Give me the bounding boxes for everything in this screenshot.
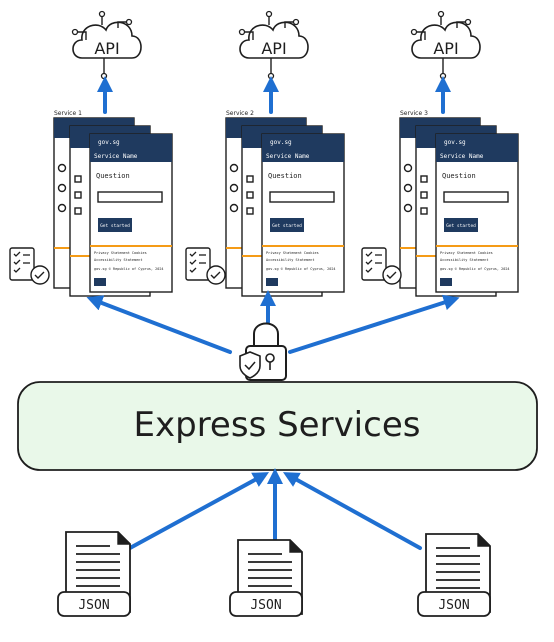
service-page-front: gov.sg Service Name Question Get started…: [261, 133, 345, 293]
get-started-button[interactable]: [270, 218, 304, 232]
json-label: JSON: [78, 598, 109, 613]
answer-input[interactable]: [443, 191, 509, 203]
hub-label: Express Services: [134, 405, 421, 445]
brand-label: gov.sg: [444, 139, 466, 146]
get-started-button[interactable]: [98, 218, 132, 232]
json-arrows: [128, 468, 422, 550]
lock-shield-icon: [239, 322, 287, 381]
footer-links: Privacy Statement Cookies: [440, 251, 493, 255]
cloud-icon: [238, 10, 309, 80]
service-page-front: gov.sg Service Name Question Get started…: [89, 133, 173, 293]
api-label: API: [94, 39, 119, 58]
json-document-3: JSON: [417, 533, 491, 617]
footer-links-2: Accessibility Statement: [94, 258, 142, 262]
footer-copyright: gov.sg © Republic of Cyprus, 2024: [94, 267, 164, 271]
express-services-box: Express Services: [17, 381, 538, 471]
service-header: Service Name: [440, 153, 484, 160]
service-header: Service Name: [266, 153, 310, 160]
api-cloud-2: API: [238, 10, 309, 80]
footer-copyright: gov.sg © Republic of Cyprus, 2024: [440, 267, 510, 271]
checklist-icon: [9, 247, 50, 285]
footer-links: Privacy Statement Cookies: [94, 251, 147, 255]
footer-links: Privacy Statement Cookies: [266, 251, 319, 255]
api-label: API: [261, 39, 286, 58]
json-label: JSON: [250, 598, 281, 613]
cloud-icon: [410, 10, 481, 80]
question-label: Question: [442, 172, 476, 180]
json-label: JSON: [438, 598, 469, 613]
service-caption: Service 3: [400, 110, 428, 117]
answer-input[interactable]: [97, 191, 163, 203]
footer-links-2: Accessibility Statement: [440, 258, 488, 262]
checklist-icon: [361, 247, 402, 285]
footer-links-2: Accessibility Statement: [266, 258, 314, 262]
service-2: Service 2 gov.sg Service Name Question: [225, 110, 345, 297]
cloud-icon: [71, 10, 142, 80]
question-label: Question: [96, 172, 130, 180]
answer-input[interactable]: [269, 191, 335, 203]
get-started-label: Get started: [100, 223, 130, 229]
footer-copyright: gov.sg © Republic of Cyprus, 2024: [266, 267, 336, 271]
json-document-2: JSON: [229, 539, 303, 617]
checklist-icon: [185, 247, 226, 285]
service-caption: Service 2: [226, 110, 254, 117]
api-cloud-1: API: [71, 10, 142, 80]
api-label: API: [433, 39, 458, 58]
api-cloud-3: API: [410, 10, 481, 80]
service-3: Service 3 gov.sg Service Name Question: [399, 110, 519, 297]
api-arrows: [97, 76, 451, 114]
service-caption: Service 1: [54, 110, 82, 117]
get-started-label: Get started: [446, 223, 476, 229]
get-started-button[interactable]: [444, 218, 478, 232]
service-arrows: [86, 290, 460, 354]
service-page-front: gov.sg Service Name Question Get started…: [435, 133, 519, 293]
question-label: Question: [268, 172, 302, 180]
brand-label: gov.sg: [270, 139, 292, 146]
json-document-1: JSON: [57, 531, 131, 617]
service-1: Service 1 gov.sg Service Name Question: [53, 110, 173, 297]
brand-label: gov.sg: [98, 139, 120, 146]
service-header: Service Name: [94, 153, 138, 160]
get-started-label: Get started: [272, 223, 302, 229]
